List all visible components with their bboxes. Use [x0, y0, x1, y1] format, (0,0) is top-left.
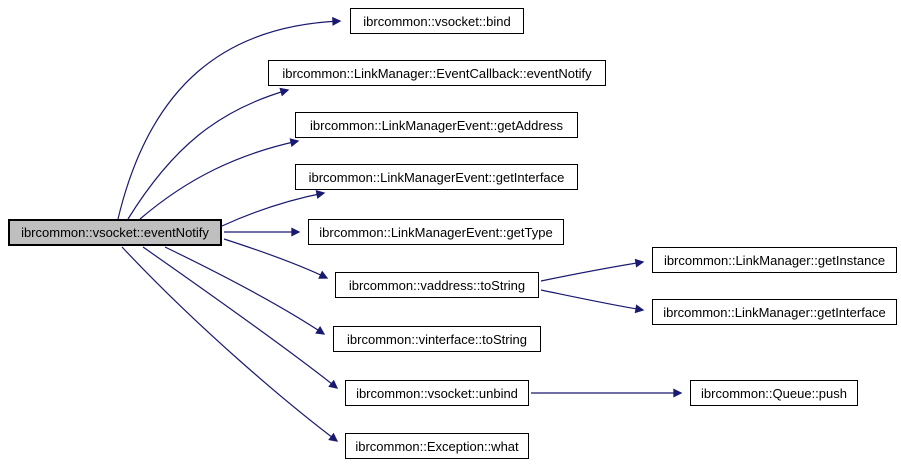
node-vsocket-bind[interactable]: ibrcommon::vsocket::bind [350, 8, 524, 34]
edge-eventNotify-to-unbind [142, 246, 339, 389]
edge-vaddress-toString-to-getInstance [540, 258, 645, 282]
edge-eventNotify-to-getInterface [221, 190, 326, 227]
node-vsocket-eventNotify: ibrcommon::vsocket::eventNotify [8, 219, 222, 246]
node-linkmanager-getInstance[interactable]: ibrcommon::LinkManager::getInstance [652, 247, 897, 273]
node-eventcallback-eventNotify[interactable]: ibrcommon::LinkManager::EventCallback::e… [268, 60, 606, 86]
node-linkmanagerevent-getType[interactable]: ibrcommon::LinkManagerEvent::getType [308, 219, 564, 245]
edge-eventNotify-to-what [121, 246, 339, 442]
node-queue-push[interactable]: ibrcommon::Queue::push [690, 380, 858, 406]
node-vsocket-unbind[interactable]: ibrcommon::vsocket::unbind [345, 380, 529, 406]
edge-eventNotify-to-bind [117, 16, 342, 220]
node-linkmanager-getInterface[interactable]: ibrcommon::LinkManager::getInterface [652, 299, 897, 325]
edge-eventNotify-to-vaddress-toString [223, 238, 329, 279]
edge-vaddress-toString-to-lm-getInterface [540, 289, 645, 314]
node-linkmanagerevent-getAddress[interactable]: ibrcommon::LinkManagerEvent::getAddress [295, 112, 578, 138]
node-linkmanagerevent-getInterface[interactable]: ibrcommon::LinkManagerEvent::getInterfac… [295, 164, 578, 190]
node-exception-what[interactable]: ibrcommon::Exception::what [345, 433, 529, 459]
edge-eventNotify-to-eventcallback-eventNotify [127, 87, 290, 220]
edge-eventNotify-to-vinterface-toString [164, 246, 326, 335]
edge-eventNotify-to-getAddress [139, 138, 300, 220]
node-vinterface-toString[interactable]: ibrcommon::vinterface::toString [333, 326, 541, 352]
node-vaddress-toString[interactable]: ibrcommon::vaddress::toString [335, 272, 539, 298]
